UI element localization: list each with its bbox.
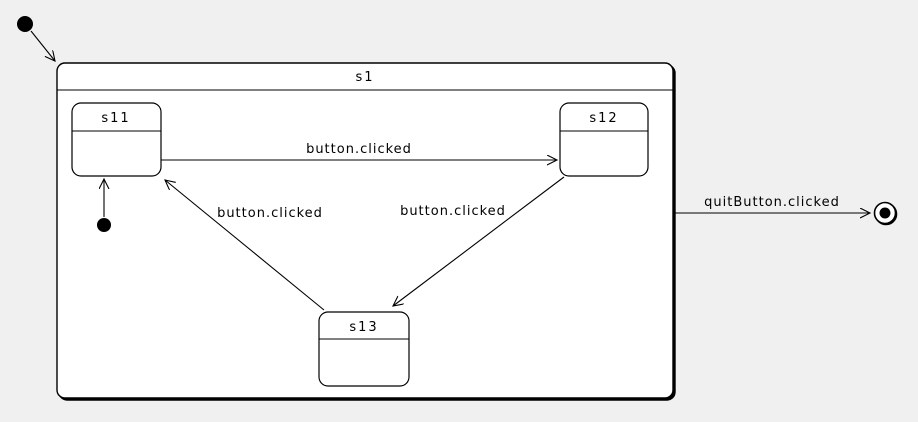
initial-state-inner-dot	[97, 218, 111, 232]
transition-s11-to-s12-label: button.clicked	[306, 142, 412, 157]
transition-s13-to-s11-line	[165, 180, 325, 311]
transition-s1-to-final: quitButton.clicked	[675, 195, 870, 213]
final-state-inner-dot	[879, 207, 891, 219]
state-s13-label: s13	[349, 320, 378, 335]
state-s1: s1	[56, 62, 674, 399]
initial-state-outer-dot	[17, 16, 33, 32]
transition-initial-to-s11	[97, 179, 111, 232]
transition-initial-to-s1	[17, 16, 55, 61]
state-s13-border	[318, 311, 410, 387]
transition-s1-to-final-label: quitButton.clicked	[704, 195, 840, 210]
transition-s13-to-s11-label: button.clicked	[217, 206, 323, 221]
state-s11-border	[71, 102, 162, 177]
transition-s12-to-s13-label: button.clicked	[400, 204, 506, 219]
transition-s13-to-s11: button.clicked	[165, 180, 325, 311]
state-s1-label: s1	[355, 70, 374, 85]
state-s12-border	[559, 102, 649, 177]
state-s12: s12	[559, 102, 649, 177]
state-s11: s11	[71, 102, 162, 177]
transition-s12-to-s13: button.clicked	[393, 176, 565, 306]
state-s11-label: s11	[101, 111, 130, 126]
transition-initial-to-s1-line	[30, 30, 55, 61]
transition-s11-to-s12: button.clicked	[161, 142, 557, 160]
transition-s12-to-s13-line	[393, 176, 565, 306]
final-state	[873, 201, 897, 225]
state-s13: s13	[318, 311, 410, 387]
state-s12-label: s12	[589, 111, 618, 126]
state-s1-border	[56, 62, 674, 399]
